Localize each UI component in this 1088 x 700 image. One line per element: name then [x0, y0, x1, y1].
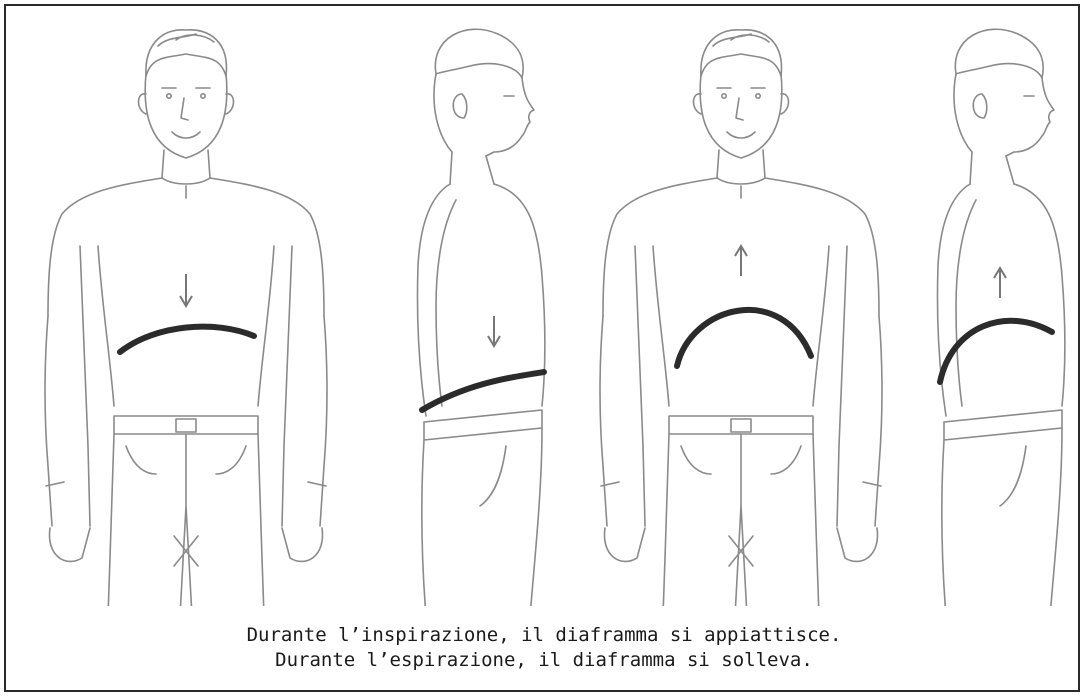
down-arrow — [488, 316, 500, 346]
figure-caption: Durante l’inspirazione, il diaframma si … — [6, 623, 1082, 673]
diaphragm-line — [677, 310, 811, 366]
figure-side-inhale — [417, 29, 545, 606]
up-arrow — [735, 246, 747, 276]
figure-front-exhale — [600, 30, 882, 606]
figure-side-exhale — [937, 29, 1065, 606]
up-arrow — [994, 268, 1006, 298]
diaphragm-line — [120, 327, 254, 352]
figure-frame: Durante l’inspirazione, il diaframma si … — [4, 4, 1080, 692]
figure-front-inhale — [45, 30, 327, 606]
caption-line-inhale: Durante l’inspirazione, il diaframma si … — [6, 623, 1082, 648]
breathing-illustration — [6, 6, 1082, 606]
down-arrow — [180, 274, 192, 306]
caption-line-exhale: Durante l’espirazione, il diaframma si s… — [6, 648, 1082, 673]
